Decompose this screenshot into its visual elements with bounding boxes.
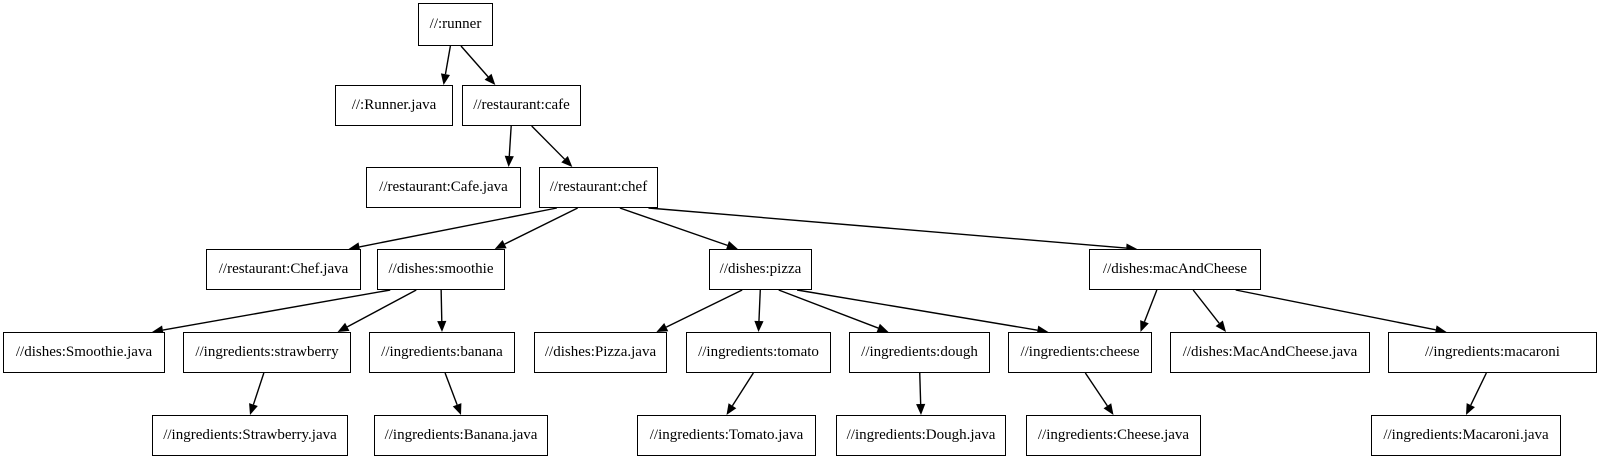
graph-node-dishes-pizza[interactable]: //dishes:pizza	[709, 249, 812, 290]
graph-node-Dough-java[interactable]: //ingredients:Dough.java	[836, 415, 1006, 456]
graph-node-label: //restaurant:Chef.java	[218, 261, 349, 277]
graph-node-Tomato-java[interactable]: //ingredients:Tomato.java	[637, 415, 816, 456]
graph-node-label: //dishes:Pizza.java	[544, 344, 657, 360]
graph-node-dishes-macandch[interactable]: //dishes:macAndCheese	[1089, 249, 1261, 290]
graph-node-restaurant-chef[interactable]: //restaurant:chef	[539, 167, 658, 208]
graph-node-Banana-java[interactable]: //ingredients:Banana.java	[374, 415, 548, 456]
graph-node-label: //ingredients:banana	[381, 344, 503, 360]
graph-node-label: //ingredients:tomato	[698, 344, 819, 360]
graph-node-label: //ingredients:dough	[861, 344, 978, 360]
graph-node-label: //restaurant:chef	[549, 179, 648, 195]
graph-node-label: //:Runner.java	[351, 97, 437, 113]
graph-node-Pizza-java[interactable]: //dishes:Pizza.java	[534, 332, 667, 373]
graph-node-label: //dishes:Smoothie.java	[15, 344, 153, 360]
graph-node-label: //dishes:smoothie	[388, 261, 494, 277]
graph-node-label: //ingredients:Strawberry.java	[163, 427, 337, 443]
graph-node-ing-dough[interactable]: //ingredients:dough	[849, 332, 990, 373]
graph-node-Cheese-java[interactable]: //ingredients:Cheese.java	[1026, 415, 1201, 456]
graph-node-ing-tomato[interactable]: //ingredients:tomato	[686, 332, 831, 373]
graph-node-runner[interactable]: //:runner	[418, 3, 493, 46]
graph-node-label: //ingredients:macaroni	[1425, 344, 1560, 360]
graph-node-Chef-java[interactable]: //restaurant:Chef.java	[206, 249, 361, 290]
graph-node-label: //ingredients:Macaroni.java	[1383, 427, 1549, 443]
graph-node-label: //restaurant:cafe	[473, 97, 570, 113]
graph-node-label: //dishes:pizza	[719, 261, 802, 277]
graph-node-label: //ingredients:Dough.java	[846, 427, 996, 443]
graph-node-label: //ingredients:Tomato.java	[649, 427, 804, 443]
graph-node-ing-cheese[interactable]: //ingredients:cheese	[1008, 332, 1152, 373]
graph-node-label: //ingredients:cheese	[1020, 344, 1140, 360]
graph-node-ing-strawberry[interactable]: //ingredients:strawberry	[183, 332, 351, 373]
graph-node-label: //ingredients:strawberry	[195, 344, 339, 360]
graph-node-label: //restaurant:Cafe.java	[379, 179, 508, 195]
graph-node-label: //ingredients:Banana.java	[384, 427, 538, 443]
graph-node-ing-macaroni[interactable]: //ingredients:macaroni	[1388, 332, 1597, 373]
graph-node-MacAndCheese-java[interactable]: //dishes:MacAndCheese.java	[1170, 332, 1370, 373]
graph-node-label: //dishes:macAndCheese	[1102, 261, 1248, 277]
graph-node-Cafe-java[interactable]: //restaurant:Cafe.java	[366, 167, 521, 208]
graph-node-Strawberry-java[interactable]: //ingredients:Strawberry.java	[152, 415, 348, 456]
graph-node-label: //:runner	[429, 16, 482, 32]
graph-node-dishes-smoothie[interactable]: //dishes:smoothie	[377, 249, 505, 290]
graph-node-Smoothie-java[interactable]: //dishes:Smoothie.java	[3, 332, 165, 373]
graph-node-Runner-java[interactable]: //:Runner.java	[335, 85, 453, 126]
graph-node-ing-banana[interactable]: //ingredients:banana	[369, 332, 515, 373]
graph-node-restaurant-cafe[interactable]: //restaurant:cafe	[462, 85, 581, 126]
graph-node-Macaroni-java[interactable]: //ingredients:Macaroni.java	[1371, 415, 1561, 456]
graph-node-label: //ingredients:Cheese.java	[1037, 427, 1190, 443]
graph-node-label: //dishes:MacAndCheese.java	[1182, 344, 1358, 360]
